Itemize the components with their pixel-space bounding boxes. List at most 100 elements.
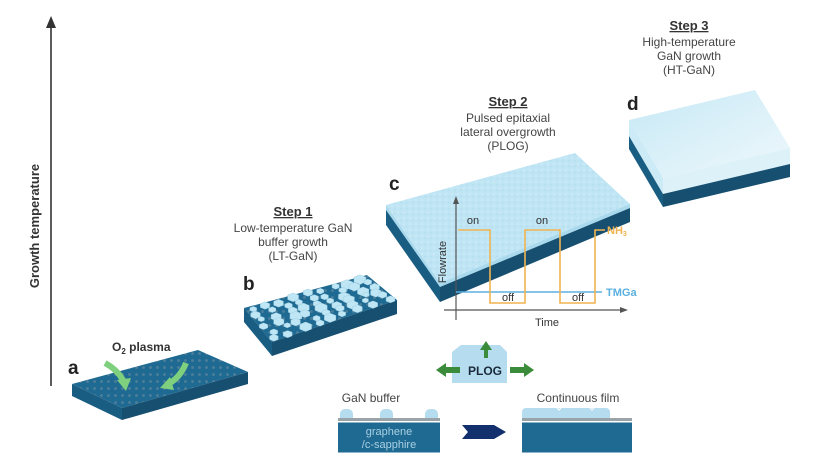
continuous-film-title: Continuous film [537, 391, 620, 405]
gan-island [287, 292, 299, 302]
gan-island [257, 316, 265, 322]
gan-left-edge [386, 205, 440, 287]
y-axis-arrowhead-icon [453, 196, 459, 204]
gan-island [312, 315, 321, 322]
graphene-layer [338, 418, 440, 421]
substrate-left-face [244, 308, 272, 356]
substrate-front-face [440, 208, 630, 302]
graphene-layer [522, 418, 632, 421]
sapphire-substrate [522, 422, 632, 453]
substrate-left-face [629, 136, 663, 207]
panel-c: Step 2 Pulsed epitaxial lateral overgrow… [386, 94, 637, 329]
flowrate-pulse-plot: Flowrate Time TMGa NH3 on on off off [437, 196, 637, 329]
gan-island [363, 278, 372, 286]
gan-island [385, 295, 396, 304]
gan-top-face [629, 90, 790, 178]
x-axis-arrowhead-icon [620, 307, 628, 313]
tmga-label: TMGa [606, 287, 637, 299]
gan-island [320, 293, 329, 301]
gan-island [362, 291, 370, 298]
step-2-title: Step 2 [488, 94, 527, 109]
gan-island [268, 306, 277, 313]
process-arrow-icon [462, 425, 506, 439]
substrate-front-face [663, 164, 790, 207]
step-3-desc-line-3: (HT-GaN) [663, 63, 715, 77]
gan-island [331, 283, 340, 290]
step-3-desc-line-2: GaN growth [657, 49, 721, 63]
panel-d: Step 3 High-temperature GaN growth (HT-G… [627, 18, 790, 207]
substrate-label-line-2: /c-sapphire [362, 439, 416, 451]
panel-a: a O2 plasma [68, 340, 248, 420]
gan-top-face [386, 153, 630, 283]
step-1-desc-line-3: (LT-GaN) [268, 249, 317, 263]
gan-island [348, 282, 360, 292]
up-arrow-icon [480, 341, 492, 358]
gan-island [299, 321, 312, 332]
gan-front-edge [440, 204, 630, 287]
substrate-top-face [72, 350, 248, 408]
gan-island [326, 297, 334, 304]
layer-gap [338, 421, 440, 423]
plasma-arrowhead-left-icon [117, 378, 131, 391]
step-2-desc-line-3: (PLOG) [487, 139, 528, 153]
gan-island [368, 300, 378, 309]
gan-island [380, 409, 393, 418]
gan-island [273, 317, 285, 327]
gan-island [299, 309, 310, 318]
gan-island [353, 274, 367, 285]
gan-island [335, 304, 345, 312]
off-label-1: off [502, 292, 515, 304]
coalescence-seams [556, 407, 595, 411]
o2-plasma-label: O2 plasma [112, 340, 171, 356]
plot-x-label: Time [535, 317, 559, 329]
panel-letter-c: c [389, 174, 400, 195]
off-label-2: off [572, 292, 585, 304]
plog-label: PLOG [468, 364, 502, 378]
left-arrow-icon [436, 363, 460, 377]
substrate-left-face [72, 384, 122, 420]
gan-island [303, 288, 313, 297]
gan-island [377, 291, 387, 299]
gan-island [259, 322, 268, 330]
step-3-desc-line-1: High-temperature [642, 35, 736, 49]
panel-letter-b: b [243, 274, 255, 295]
on-label-1: on [467, 215, 479, 227]
step-1-desc-line-2: buffer growth [258, 235, 328, 249]
growth-temperature-axis: Growth temperature [27, 16, 56, 386]
plot-y-label: Flowrate [437, 241, 449, 283]
substrate-label-line-1: graphene [366, 426, 413, 438]
gan-island [283, 322, 291, 329]
step-1-desc-line-1: Low-temperature GaN [234, 221, 353, 235]
axis-label: Growth temperature [27, 164, 42, 288]
gan-front-face [663, 148, 790, 194]
gan-island [425, 409, 438, 418]
gan-island [260, 301, 270, 310]
on-label-2: on [536, 215, 548, 227]
nh3-pulse-line [458, 229, 605, 304]
panel-letter-a: a [68, 358, 79, 379]
substrate-front-face [272, 300, 397, 356]
gan-island [290, 318, 301, 327]
gan-island [352, 304, 363, 313]
plog-island-shape [452, 345, 507, 383]
panel-letter-d: d [627, 94, 639, 115]
gan-island [340, 409, 353, 418]
panel-b: Step 1 Low-temperature GaN buffer growth… [234, 204, 397, 356]
step-1-title: Step 1 [273, 204, 312, 219]
gan-island [309, 294, 319, 302]
gan-island [315, 319, 325, 327]
nh3-label: NH3 [607, 225, 627, 238]
sapphire-substrate [338, 422, 440, 453]
step-2-desc-line-1: Pulsed epitaxial [466, 111, 550, 125]
layer-gap [522, 421, 632, 423]
plog-inset: PLOG GaN buffer graphene /c-sapphire Con… [338, 341, 632, 453]
gan-island [362, 297, 369, 304]
gan-island [269, 333, 279, 342]
gan-island [324, 312, 337, 323]
plasma-arrowhead-right-icon [160, 377, 174, 390]
gan-island [338, 310, 346, 318]
gan-island [250, 310, 261, 319]
gan-island [338, 286, 347, 294]
gan-island [283, 330, 293, 338]
